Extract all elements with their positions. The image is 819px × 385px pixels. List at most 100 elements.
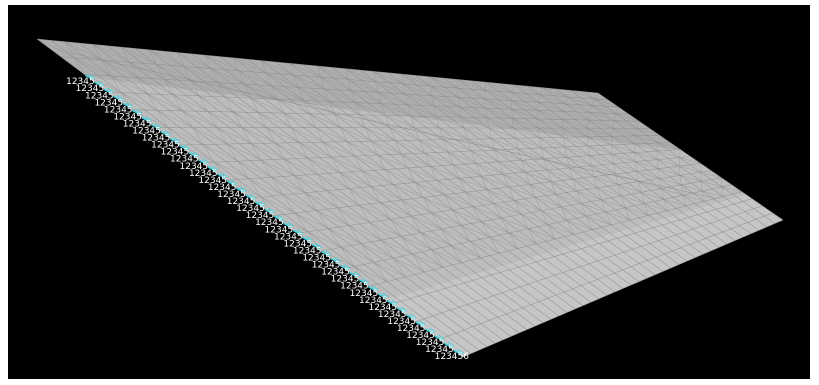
mesh-diagonal-line bbox=[511, 108, 538, 120]
mesh-diagonal-line bbox=[303, 100, 310, 114]
mesh-diagonal-line bbox=[491, 138, 519, 150]
mesh-diagonal-line bbox=[385, 169, 416, 183]
mesh-diagonal-line bbox=[589, 112, 614, 121]
constraint-node-label: 12345 bbox=[378, 310, 407, 320]
mesh-diagonal-line bbox=[334, 114, 366, 129]
mesh-diagonal-line bbox=[612, 127, 636, 137]
mesh-diagonal-line bbox=[317, 65, 349, 80]
constraint-marker bbox=[273, 215, 283, 221]
mesh-diagonal-line bbox=[207, 111, 242, 128]
constraint-node-label: 12345 bbox=[350, 289, 379, 299]
mesh-diagonal-line bbox=[137, 77, 148, 94]
mesh-diagonal-line bbox=[447, 151, 477, 164]
mesh-diagonal-line bbox=[307, 231, 342, 248]
mesh-diagonal-line bbox=[324, 88, 330, 102]
mesh-diagonal-line bbox=[459, 106, 462, 118]
constraint-marker bbox=[438, 334, 446, 340]
mesh-diagonal-line bbox=[588, 112, 591, 121]
mesh-diagonal-line bbox=[266, 127, 300, 143]
mesh-diagonal-line bbox=[101, 59, 112, 77]
mesh-diagonal-line bbox=[488, 127, 516, 139]
mesh-diagonal-line bbox=[562, 111, 565, 120]
mesh-diagonal-line bbox=[284, 158, 295, 176]
constraint-marker bbox=[381, 292, 389, 298]
constraint-marker bbox=[358, 278, 368, 285]
mesh-diagonal-line bbox=[156, 63, 192, 82]
mesh-diagonal-line bbox=[156, 64, 165, 80]
constraint-marker bbox=[406, 314, 415, 320]
mesh-diagonal-line bbox=[547, 169, 573, 180]
constraint-node-label: 12345 bbox=[208, 183, 237, 193]
mesh-diagonal-line bbox=[636, 171, 639, 182]
mesh-diagonal-line bbox=[433, 105, 437, 117]
mesh-diagonal-line bbox=[453, 164, 460, 179]
mesh-diagonal-line bbox=[440, 228, 452, 246]
mesh-diagonal-line bbox=[470, 241, 500, 254]
mesh-diagonal-line bbox=[514, 200, 522, 215]
mesh-diagonal-line bbox=[233, 111, 267, 128]
constraint-node-label: 12345 bbox=[340, 282, 369, 292]
mesh-diagonal-line bbox=[465, 191, 494, 204]
mesh-diagonal-line bbox=[465, 192, 474, 207]
constraint-node-label: 12345 bbox=[274, 232, 303, 242]
mesh-diagonal-line bbox=[514, 200, 542, 211]
wing-mesh-view[interactable]: 1234512345123451234512345123451234512345… bbox=[8, 5, 810, 379]
mesh-diagonal-line bbox=[199, 95, 234, 113]
mesh-diagonal-line bbox=[299, 142, 332, 158]
mesh-diagonal-line bbox=[377, 92, 382, 104]
mesh-diagonal-line bbox=[307, 157, 340, 173]
constraint-marker bbox=[117, 94, 124, 100]
mesh-diagonal-line bbox=[351, 90, 382, 104]
mesh-diagonal-line bbox=[464, 127, 492, 139]
mesh-diagonal-line bbox=[594, 98, 619, 108]
mesh-diagonal-line bbox=[233, 57, 267, 74]
constraint-node-label: 12345 bbox=[425, 345, 454, 355]
mesh-diagonal-line bbox=[525, 171, 531, 185]
constraint-node-label: 12345 bbox=[123, 119, 152, 129]
mesh-diagonal-line bbox=[569, 167, 573, 180]
mesh-diagonal-line bbox=[315, 127, 324, 143]
mesh-diagonal-line bbox=[657, 159, 659, 169]
mesh-diagonal-line bbox=[450, 245, 481, 259]
mesh-diagonal-line bbox=[392, 184, 403, 201]
mesh-diagonal-line bbox=[566, 156, 592, 167]
mesh-diagonal-line bbox=[593, 176, 598, 188]
mesh-diagonal-line bbox=[613, 163, 616, 175]
mesh-diagonal-line bbox=[316, 210, 329, 229]
mesh-diagonal-line bbox=[241, 127, 276, 144]
mesh-diagonal-line bbox=[92, 44, 102, 61]
mesh-diagonal-line bbox=[304, 192, 317, 211]
mesh-diagonal-line bbox=[615, 106, 619, 114]
mesh-diagonal-line bbox=[586, 216, 593, 230]
mesh-diagonal-line bbox=[636, 121, 640, 129]
mesh-diagonal-line bbox=[701, 181, 703, 192]
mesh-diagonal-line bbox=[431, 249, 444, 268]
mesh-diagonal-line bbox=[424, 152, 431, 167]
constraint-marker bbox=[254, 201, 264, 207]
mesh-chord-line bbox=[368, 191, 742, 287]
mesh-diagonal-line bbox=[572, 179, 577, 192]
mesh-diagonal-line bbox=[563, 137, 566, 147]
mesh-diagonal-line bbox=[198, 95, 209, 112]
mesh-diagonal-line bbox=[237, 160, 250, 179]
mesh-diagonal-line bbox=[635, 135, 659, 144]
mesh-diagonal-line bbox=[334, 114, 341, 128]
mesh-diagonal-line bbox=[569, 167, 595, 177]
mesh-diagonal-line bbox=[354, 266, 388, 282]
mesh-diagonal-line bbox=[316, 173, 350, 189]
mesh-diagonal-line bbox=[316, 174, 328, 191]
mesh-diagonal-line bbox=[611, 144, 635, 153]
mesh-diagonal-line bbox=[348, 188, 360, 206]
mesh-diagonal-line bbox=[293, 74, 325, 90]
constraint-marker bbox=[434, 335, 444, 341]
mesh-diagonal-line bbox=[520, 214, 529, 229]
mesh-diagonal-line bbox=[430, 166, 460, 179]
mesh-diagonal-line bbox=[224, 96, 234, 113]
mesh-diagonal-line bbox=[683, 194, 705, 202]
constraint-marker bbox=[188, 152, 198, 158]
constraint-marker bbox=[179, 144, 188, 151]
mesh-diagonal-line bbox=[555, 194, 562, 208]
mesh-diagonal-line bbox=[354, 155, 363, 172]
constraint-node-label: 12345 bbox=[161, 148, 190, 158]
